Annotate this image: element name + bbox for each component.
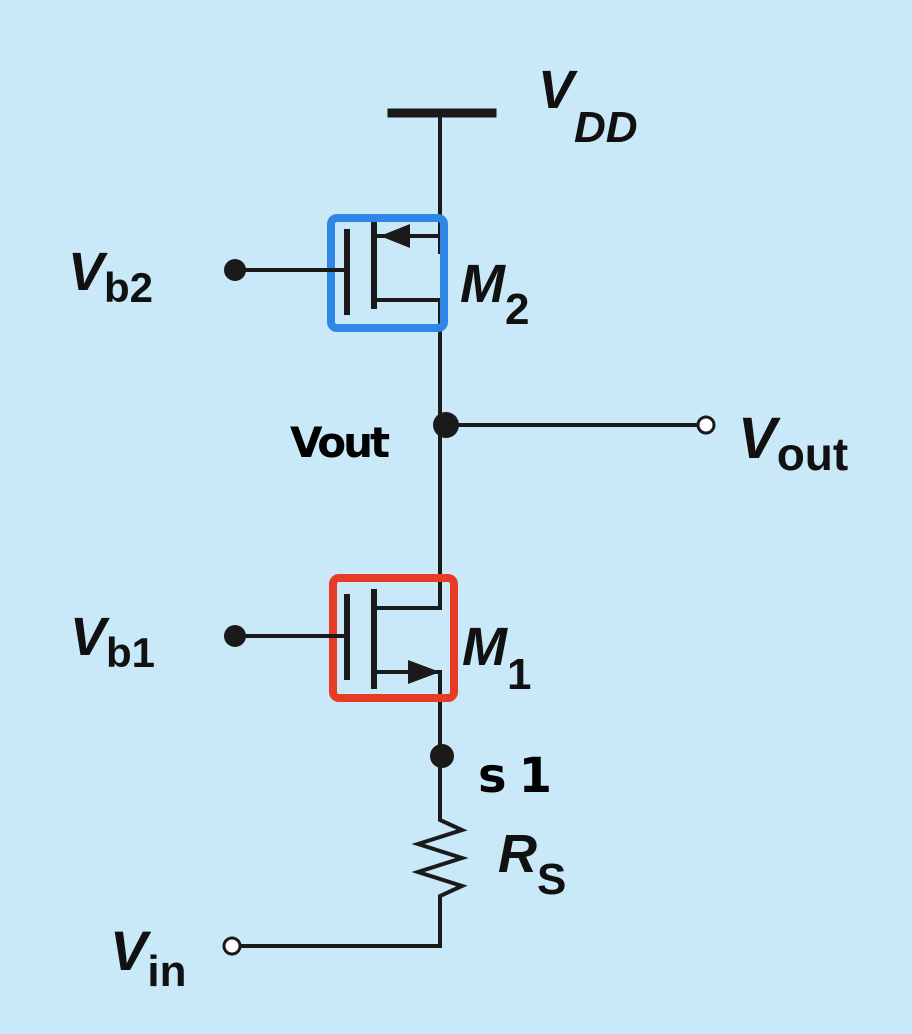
vdd-label: VDD: [538, 60, 638, 152]
rs-resistor: [411, 808, 469, 948]
vb1-label: Vb1: [70, 607, 155, 676]
m1-nmos-transistor: [329, 574, 458, 702]
m2-arrow-icon: [380, 224, 410, 248]
vb2-label: Vb2: [68, 242, 153, 311]
m1-label: M1: [462, 617, 531, 699]
vout-label: Vout: [738, 406, 848, 480]
vin-terminal: [222, 936, 242, 956]
m2-label: M2: [460, 254, 529, 334]
vout-node-dot: [433, 412, 459, 438]
s1-handwritten-annotation: s1: [478, 748, 564, 804]
m1-arrow-icon: [408, 660, 440, 684]
m2-highlight-box: [327, 214, 448, 332]
vb1-node-dot: [224, 625, 246, 647]
rs-label: RS: [498, 824, 566, 904]
vout-terminal: [696, 415, 716, 435]
m1-highlight-box: [329, 574, 458, 702]
s1-node-dot: [430, 744, 454, 768]
vin-label: Vin: [110, 919, 186, 996]
vout-handwritten-annotation: Vout: [290, 418, 390, 467]
vb2-node-dot: [224, 259, 246, 281]
m2-pmos-transistor: [327, 214, 448, 332]
